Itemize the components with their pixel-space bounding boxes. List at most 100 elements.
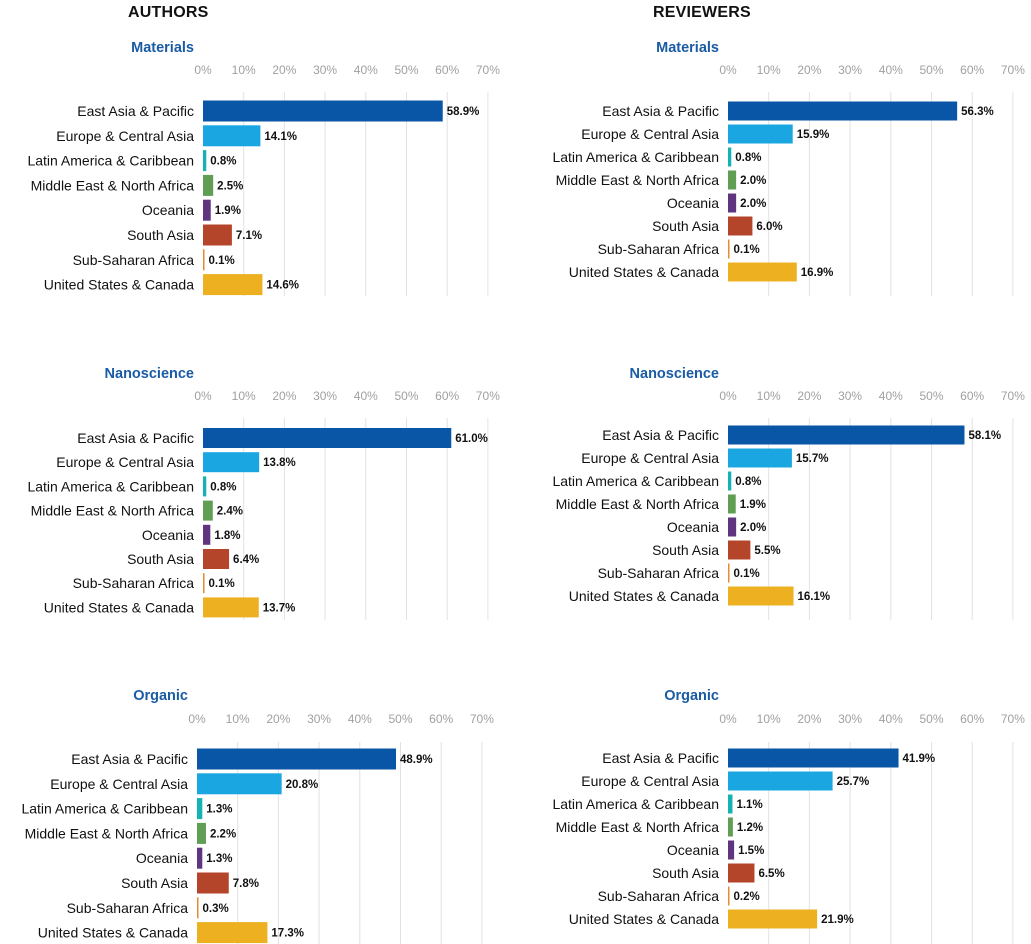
data-label: 2.0% bbox=[740, 522, 766, 534]
data-label: 1.3% bbox=[206, 853, 232, 865]
data-label: 14.6% bbox=[266, 280, 299, 292]
tick-label: 60% bbox=[960, 389, 984, 403]
tick-label: 50% bbox=[388, 712, 412, 726]
bar bbox=[197, 798, 203, 820]
data-label: 6.5% bbox=[758, 868, 784, 880]
bar bbox=[203, 524, 211, 545]
data-label: 5.5% bbox=[754, 545, 780, 557]
category-label: Sub-Saharan Africa bbox=[598, 565, 720, 581]
category-label: South Asia bbox=[127, 551, 194, 567]
bar bbox=[203, 573, 205, 594]
bar bbox=[197, 922, 268, 944]
category-label: Europe & Central Asia bbox=[56, 454, 194, 470]
tick-label: 50% bbox=[394, 63, 418, 77]
panel-title: Materials bbox=[131, 40, 194, 56]
category-label: Oceania bbox=[142, 527, 194, 543]
tick-label: 30% bbox=[838, 712, 862, 726]
category-label: East Asia & Pacific bbox=[77, 103, 194, 119]
bar bbox=[728, 909, 818, 929]
category-label: Europe & Central Asia bbox=[56, 128, 194, 144]
category-label: Europe & Central Asia bbox=[581, 450, 719, 466]
category-label: United States & Canada bbox=[569, 588, 719, 604]
data-label: 14.1% bbox=[264, 131, 297, 143]
tick-label: 30% bbox=[313, 389, 337, 403]
tick-label: 50% bbox=[919, 63, 943, 77]
data-label: 2.2% bbox=[210, 828, 236, 840]
bar bbox=[728, 448, 792, 468]
data-label: 1.5% bbox=[738, 845, 764, 857]
category-label: Europe & Central Asia bbox=[50, 776, 188, 792]
category-label: Europe & Central Asia bbox=[581, 126, 719, 142]
panel-title: Organic bbox=[664, 688, 719, 704]
category-label: Latin America & Caribbean bbox=[27, 478, 194, 494]
data-label: 2.0% bbox=[740, 175, 766, 187]
bar bbox=[728, 817, 733, 837]
tick-label: 40% bbox=[879, 712, 903, 726]
tick-label: 50% bbox=[919, 389, 943, 403]
category-label: South Asia bbox=[652, 218, 719, 234]
category-label: Oceania bbox=[142, 202, 194, 218]
data-label: 15.9% bbox=[797, 129, 830, 141]
data-label: 17.3% bbox=[271, 928, 304, 940]
bar bbox=[728, 170, 737, 190]
data-label: 0.1% bbox=[734, 568, 760, 580]
data-label: 56.3% bbox=[961, 106, 994, 118]
tick-label: 20% bbox=[272, 63, 296, 77]
bar bbox=[203, 452, 260, 473]
bar bbox=[728, 886, 730, 906]
tick-label: 20% bbox=[797, 63, 821, 77]
bar bbox=[203, 597, 259, 618]
bar bbox=[203, 125, 261, 147]
tick-label: 30% bbox=[307, 712, 331, 726]
tick-label: 40% bbox=[348, 712, 372, 726]
data-label: 0.8% bbox=[735, 152, 761, 164]
category-label: Middle East & North Africa bbox=[556, 819, 720, 835]
category-label: Middle East & North Africa bbox=[31, 503, 195, 519]
data-label: 1.3% bbox=[206, 804, 232, 816]
data-label: 0.8% bbox=[210, 156, 236, 168]
category-label: East Asia & Pacific bbox=[602, 103, 719, 119]
data-label: 1.9% bbox=[740, 499, 766, 511]
data-label: 13.8% bbox=[263, 457, 296, 469]
tick-label: 0% bbox=[194, 389, 212, 403]
data-label: 0.1% bbox=[209, 578, 235, 590]
tick-label: 0% bbox=[194, 63, 212, 77]
bar bbox=[197, 748, 397, 770]
data-label: 21.9% bbox=[821, 914, 854, 926]
data-label: 58.1% bbox=[968, 430, 1001, 442]
bar bbox=[728, 563, 730, 583]
bar bbox=[728, 101, 958, 121]
tick-label: 40% bbox=[354, 389, 378, 403]
tick-label: 20% bbox=[797, 389, 821, 403]
data-label: 13.7% bbox=[263, 602, 296, 614]
tick-label: 20% bbox=[266, 712, 290, 726]
category-label: Latin America & Caribbean bbox=[552, 473, 719, 489]
bar bbox=[728, 840, 735, 860]
category-label: East Asia & Pacific bbox=[71, 751, 188, 767]
category-label: Oceania bbox=[667, 842, 719, 858]
category-label: Sub-Saharan Africa bbox=[598, 241, 720, 257]
data-label: 48.9% bbox=[400, 754, 433, 766]
bar bbox=[203, 428, 452, 448]
tick-label: 60% bbox=[960, 63, 984, 77]
bar bbox=[728, 540, 751, 560]
tick-label: 30% bbox=[838, 389, 862, 403]
category-label: Sub-Saharan Africa bbox=[73, 575, 195, 591]
data-label: 1.8% bbox=[214, 530, 240, 542]
tick-label: 10% bbox=[757, 63, 781, 77]
tick-label: 70% bbox=[470, 712, 494, 726]
bar bbox=[203, 500, 213, 521]
bar bbox=[728, 863, 755, 883]
bar bbox=[203, 549, 230, 569]
data-label: 0.3% bbox=[203, 903, 229, 915]
category-label: Middle East & North Africa bbox=[556, 496, 720, 512]
category-label: United States & Canada bbox=[44, 599, 194, 615]
data-label: 16.9% bbox=[801, 267, 834, 279]
tick-label: 0% bbox=[188, 712, 206, 726]
data-label: 2.0% bbox=[740, 198, 766, 210]
bar bbox=[728, 794, 733, 814]
